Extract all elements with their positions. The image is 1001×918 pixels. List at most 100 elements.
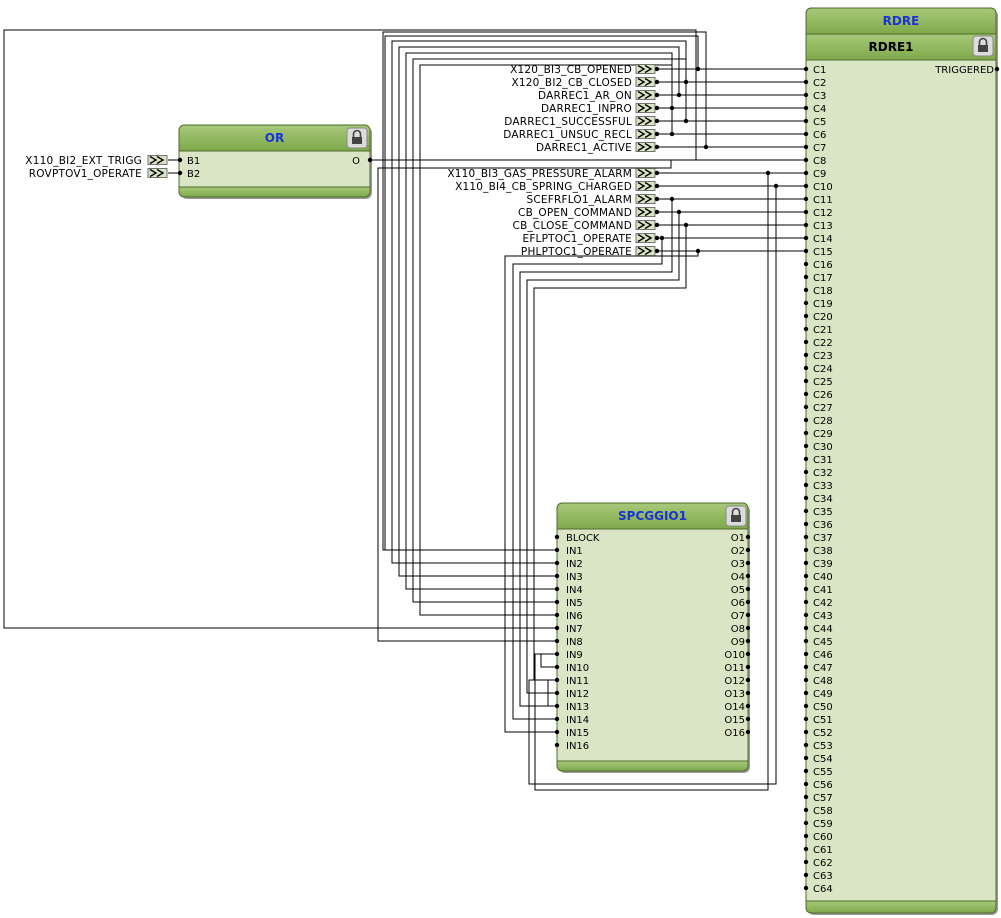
rdre-input-c32: C32 — [813, 468, 833, 479]
rdre-input-c53: C53 — [813, 741, 833, 752]
rdre-input-c2: C2 — [813, 78, 826, 89]
junction-dot — [695, 66, 701, 72]
junction-dot — [803, 313, 809, 319]
rdre-input-c28: C28 — [813, 416, 833, 427]
rdre-input-c13: C13 — [813, 221, 833, 232]
block-footer — [805, 900, 997, 914]
junction-dot — [803, 157, 809, 163]
block-header — [805, 7, 997, 35]
junction-dot — [745, 560, 751, 566]
junction-dot — [654, 235, 660, 241]
rdre-input-c55: C55 — [813, 767, 833, 778]
spcggio-output-o16: O16 — [724, 728, 745, 739]
junction-dot — [803, 534, 809, 540]
signal-label: SCEFRFLO1_ALARM — [527, 194, 633, 206]
junction-dot — [803, 469, 809, 475]
padlock-body — [731, 515, 741, 522]
signal-arrow-icon — [635, 90, 656, 100]
rdre-input-c33: C33 — [813, 481, 833, 492]
junction-dot — [669, 105, 675, 111]
rdre-input-c57: C57 — [813, 793, 833, 804]
spcggio-output-o9: O9 — [731, 637, 745, 648]
signal-label: EFLPTOC1_OPERATE — [522, 233, 632, 245]
wire — [412, 58, 687, 603]
spcggio-output-o12: O12 — [724, 676, 745, 687]
or-signal-label: X110_BI2_EXT_TRIGG — [25, 155, 142, 167]
rdre-input-c34: C34 — [813, 494, 833, 505]
wires-layer — [3, 29, 806, 791]
rdre-input-c31: C31 — [813, 455, 833, 466]
junction-dot — [803, 729, 809, 735]
spcggio-input-in8: IN8 — [566, 637, 583, 648]
rdre-input-c6: C6 — [813, 130, 826, 141]
junction-dot — [803, 339, 809, 345]
junction-dot — [803, 131, 809, 137]
junction-dot — [803, 209, 809, 215]
junction-dot — [803, 326, 809, 332]
junction-dot — [659, 235, 665, 241]
rdre-input-c23: C23 — [813, 351, 833, 362]
junction-dot — [745, 690, 751, 696]
spcggio-output-o3: O3 — [731, 559, 745, 570]
spcggio-block: SPCGGIO1 — [556, 502, 750, 773]
signal-arrow-icon — [635, 77, 656, 87]
rdre-input-c4: C4 — [813, 104, 826, 115]
rdre-input-c60: C60 — [813, 832, 833, 843]
junction-dot — [554, 703, 560, 709]
spcggio-output-o8: O8 — [731, 624, 745, 635]
rdre-input-c40: C40 — [813, 572, 833, 583]
padlock-body — [352, 137, 362, 144]
block-footer — [178, 186, 371, 198]
junction-dot — [654, 79, 660, 85]
rdre-input-c56: C56 — [813, 780, 833, 791]
junction-dot — [554, 638, 560, 644]
junction-dot — [654, 105, 660, 111]
junction-dot — [177, 170, 183, 176]
signal-arrow-chevrons — [637, 64, 653, 74]
rdre-input-c21: C21 — [813, 325, 833, 336]
padlock-body — [978, 45, 988, 52]
rdre-input-c64: C64 — [813, 884, 833, 895]
spcggio-output-o15: O15 — [724, 715, 745, 726]
wire — [533, 225, 687, 681]
junction-dot — [745, 599, 751, 605]
signal-arrow-chevrons — [637, 116, 653, 126]
signal-arrow-chevrons — [637, 90, 653, 100]
signal-arrow-chevrons — [637, 129, 653, 139]
junction-dot — [654, 118, 660, 124]
spcggio-input-block: BLOCK — [566, 533, 600, 544]
junction-dot — [554, 534, 560, 540]
signal-arrow-icon — [635, 129, 656, 139]
spcggio-output-o14: O14 — [724, 702, 745, 713]
wire — [534, 173, 769, 791]
rdre-input-c25: C25 — [813, 377, 833, 388]
signal-arrow-icon — [635, 220, 656, 230]
junction-dot — [803, 391, 809, 397]
junction-dot — [554, 690, 560, 696]
rdre-input-c62: C62 — [813, 858, 833, 869]
rdre-input-c61: C61 — [813, 845, 833, 856]
rdre-input-c9: C9 — [813, 169, 826, 180]
junction-dot — [554, 560, 560, 566]
rdre-input-c49: C49 — [813, 689, 833, 700]
junction-dot — [803, 287, 809, 293]
junction-dot — [803, 703, 809, 709]
spcggio-output-o10: O10 — [724, 650, 745, 661]
junction-dot — [683, 79, 689, 85]
signal-label: X110_BI3_GAS_PRESSURE_ALARM — [447, 168, 632, 180]
or-block: OR — [178, 124, 372, 199]
signal-arrow-chevrons — [637, 168, 653, 178]
or-input-b1: B1 — [187, 156, 200, 167]
junction-dot — [803, 508, 809, 514]
or-output-o: O — [352, 156, 360, 167]
junction-dot — [765, 170, 771, 176]
junction-dot — [803, 274, 809, 280]
junction-dot — [554, 599, 560, 605]
spcggio-input-in1: IN1 — [566, 546, 583, 557]
wire — [526, 212, 680, 694]
signal-arrow-chevrons — [149, 155, 165, 165]
junction-dot — [803, 261, 809, 267]
junction-dot — [803, 573, 809, 579]
junction-dot — [745, 651, 751, 657]
junction-dot — [803, 846, 809, 852]
